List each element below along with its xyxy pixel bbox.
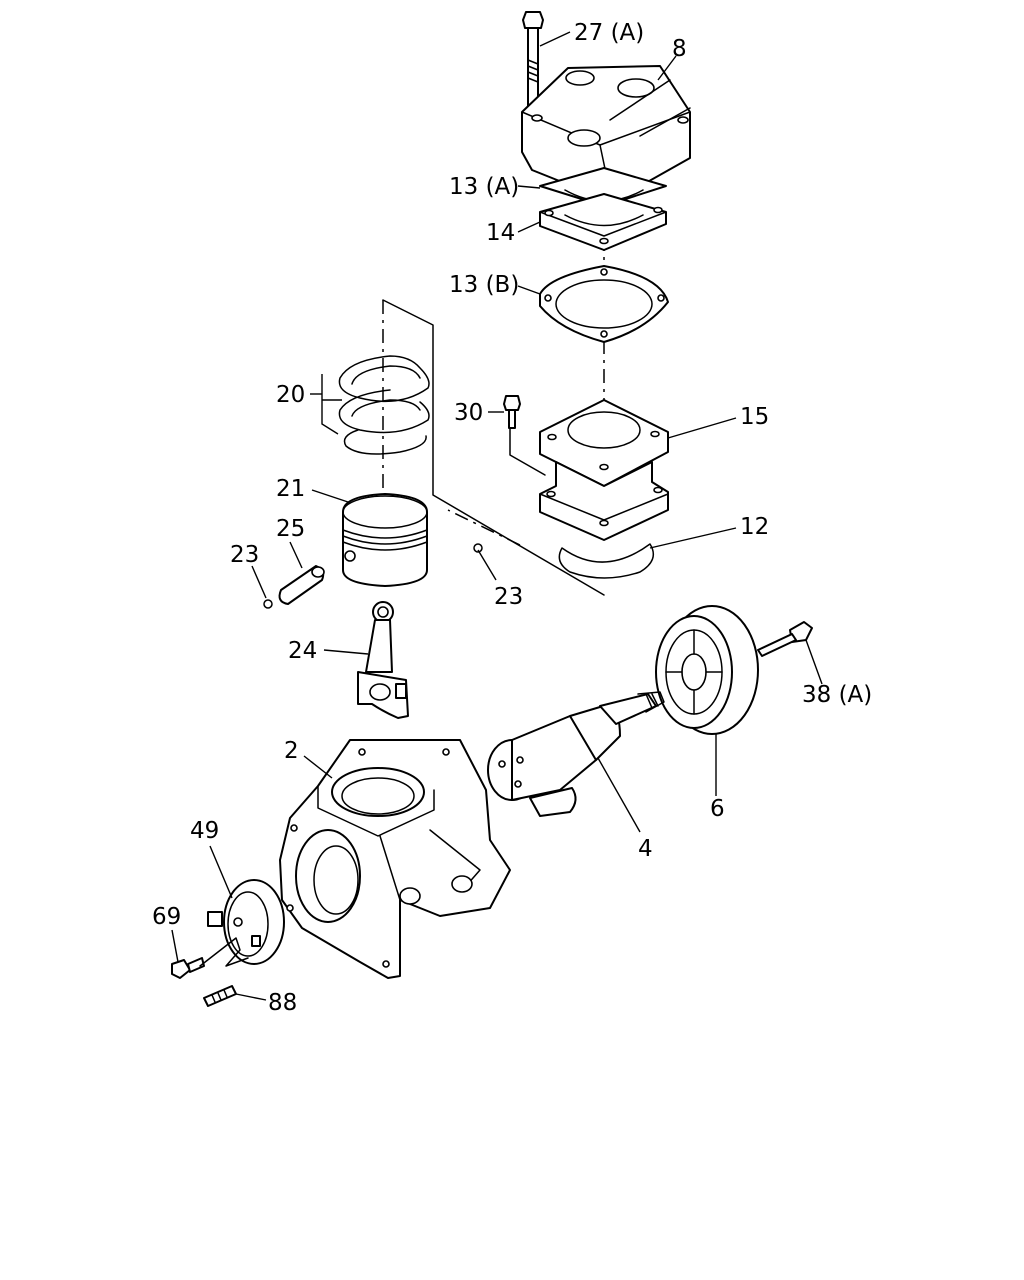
label-24: 24 [288, 638, 317, 664]
o-ring-part-12 [558, 543, 655, 579]
label-21: 21 [276, 476, 305, 502]
cylinder-part-15 [539, 399, 669, 541]
gasket-part-13b [539, 265, 669, 343]
label-49: 49 [190, 818, 219, 844]
label-6: 6 [710, 796, 725, 822]
bolt-part-69 [171, 957, 205, 979]
label-25: 25 [276, 516, 305, 542]
label-14: 14 [486, 220, 515, 246]
connecting-rod-part-24 [357, 601, 409, 719]
cylinder-head-part-8 [521, 65, 691, 203]
label-88: 88 [268, 990, 297, 1016]
center-lines [382, 208, 605, 596]
pulley-part-6 [655, 605, 759, 735]
label-8: 8 [672, 36, 687, 62]
label-20: 20 [276, 382, 305, 408]
label-13b: 13 (B) [449, 272, 519, 298]
snap-ring-right-part-23 [473, 543, 483, 553]
crankshaft-part-4 [487, 691, 665, 817]
label-30: 30 [454, 400, 483, 426]
stud-part-88 [203, 985, 237, 1007]
label-4: 4 [638, 836, 653, 862]
label-15: 15 [740, 404, 769, 430]
assembly-path-49 [199, 937, 249, 967]
label-13a: 13 (A) [449, 174, 519, 200]
end-cover-part-49 [207, 879, 285, 965]
leader-lines [171, 31, 823, 1001]
bolt-part-38a [757, 621, 813, 657]
label-12: 12 [740, 514, 769, 540]
piston-pin-part-25 [278, 565, 325, 605]
piston-part-21 [342, 493, 428, 587]
label-23-left: 23 [230, 542, 259, 568]
piston-rings-part-20 [338, 355, 430, 455]
crankcase-part-2 [279, 739, 511, 979]
valve-plate-part-14 [539, 193, 667, 251]
label-69: 69 [152, 904, 181, 930]
snap-ring-left-part-23 [263, 599, 273, 609]
label-38a: 38 (A) [802, 682, 872, 708]
label-23-right: 23 [494, 584, 523, 610]
bolt-part-30 [503, 395, 521, 429]
label-27a: 27 (A) [574, 20, 644, 46]
label-2: 2 [284, 738, 299, 764]
